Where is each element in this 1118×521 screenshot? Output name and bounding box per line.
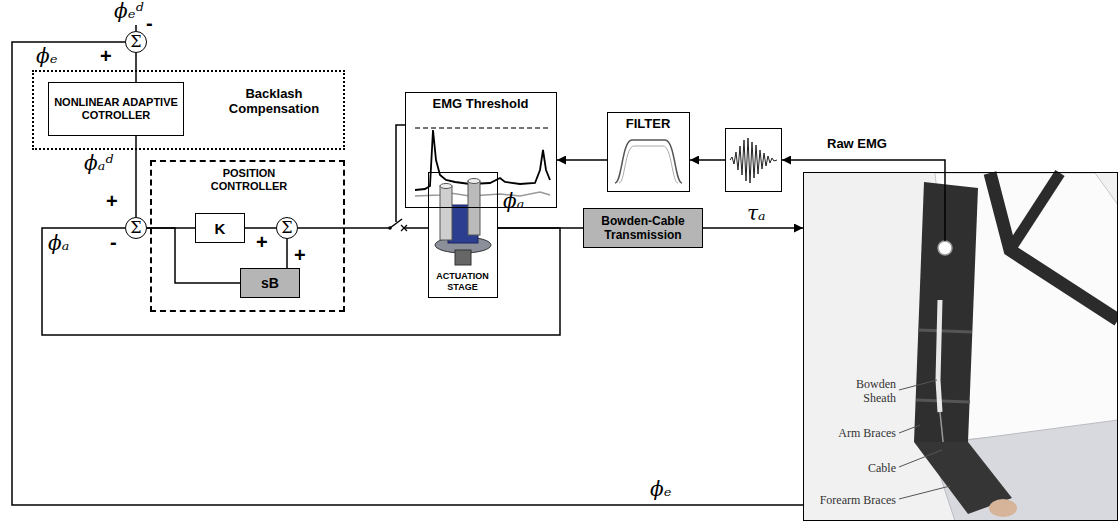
leader-line xyxy=(899,486,950,499)
compensation-group: Backlash Compensation NONLINEAR ADAPTIVE … xyxy=(32,70,345,150)
signal-line xyxy=(298,227,428,229)
sign-symbol: + xyxy=(106,190,118,213)
switch-mark xyxy=(401,225,407,231)
actuator-motor xyxy=(455,250,471,265)
controller-box: NONLINEAR ADAPTIVE COTROLLER xyxy=(48,82,184,136)
controller-group: POSITION CONTROLLER K ΣsB xyxy=(150,160,345,312)
box-label: sB xyxy=(261,275,279,291)
bowden-sheath xyxy=(938,300,940,412)
leader-line xyxy=(899,380,937,390)
filter-curve xyxy=(619,146,678,183)
sum-junction: Σ xyxy=(276,217,298,239)
actuator-cap xyxy=(468,179,480,184)
derivative-box: sB xyxy=(240,268,300,298)
harness-strap xyxy=(990,173,1118,320)
photo-panel: Bowden SheathArm BracesCableForearm Brac… xyxy=(803,172,1118,521)
sign-symbol: + xyxy=(294,244,306,267)
signal-line xyxy=(147,228,240,283)
setpoint-symbol: ϕₐᵈ xyxy=(84,152,113,175)
box-label: K xyxy=(215,220,226,237)
switch-gap xyxy=(391,223,403,233)
signal-line xyxy=(703,227,803,229)
box-title: FILTER xyxy=(608,116,688,131)
arm-brace xyxy=(916,400,970,402)
sum-symbol: Σ xyxy=(130,220,141,236)
group-title: Backlash Compensation xyxy=(214,86,334,116)
signal-line xyxy=(557,159,607,161)
upper-arm xyxy=(914,182,978,442)
signal-symbol: ϕₑ xyxy=(36,45,57,68)
callout-label: Forearm Braces xyxy=(806,493,896,507)
sum-symbol: Σ xyxy=(130,34,141,50)
signal-symbol: τₐ xyxy=(745,202,768,225)
box-label: Bowden-Cable Transmission xyxy=(588,214,698,242)
raw-emg-signal xyxy=(730,138,777,183)
photo-ground xyxy=(804,173,1118,521)
sign-symbol: + xyxy=(256,231,268,254)
electrode-wire xyxy=(944,172,946,241)
callout-label: Bowden Sheath xyxy=(844,377,896,405)
hand xyxy=(989,499,1017,517)
harness-strap xyxy=(1010,173,1060,250)
signal-box: Raw EMG xyxy=(725,128,782,192)
actuator-cap xyxy=(440,184,452,189)
signal-line xyxy=(690,159,725,161)
filter-curve xyxy=(615,140,682,183)
arm-brace xyxy=(918,330,972,332)
signal-line xyxy=(245,227,276,229)
callout-label: Cable xyxy=(806,461,896,475)
signal-symbol: ϕₐ xyxy=(48,232,69,255)
signal-line xyxy=(135,53,137,82)
threshold-line xyxy=(415,127,550,129)
transmission-box: Bowden-Cable Transmission xyxy=(583,208,703,248)
leader-line xyxy=(899,425,920,433)
sum-junction: Σ xyxy=(125,217,147,239)
box-label: NONLINEAR ADAPTIVE COTROLLER xyxy=(53,96,179,122)
switch-blade xyxy=(390,219,402,228)
emg-trace xyxy=(415,192,550,196)
callout-label: Arm Braces xyxy=(806,426,896,440)
signal-symbol: ϕₐ xyxy=(503,190,524,213)
sum-symbol: Σ xyxy=(281,220,292,236)
sum-junction: Σ xyxy=(125,31,147,53)
sign-symbol: + xyxy=(100,45,112,68)
actuator-illustration xyxy=(435,179,491,266)
sign-symbol: - xyxy=(110,231,117,254)
filter-box: FILTER xyxy=(607,112,690,192)
emg-electrode xyxy=(938,241,952,255)
signal-symbol: ϕₑ xyxy=(650,478,671,501)
control-line xyxy=(396,125,405,222)
group-title: POSITION CONTROLLER xyxy=(194,167,304,193)
actuator-cylinder xyxy=(468,181,480,235)
leader-line xyxy=(899,450,942,467)
signal-line xyxy=(782,160,945,172)
signal-line xyxy=(42,228,560,335)
signal-line xyxy=(286,239,288,268)
signal-line xyxy=(12,42,803,505)
gain-box: K xyxy=(195,213,245,243)
box-title: EMG Threshold xyxy=(406,96,555,111)
sign-symbol: - xyxy=(146,12,153,35)
actuation-box: ACTUATION STAGE xyxy=(428,172,498,298)
subject-photo xyxy=(804,172,1118,521)
emg-trace xyxy=(415,130,550,190)
signal-title: Raw EMG xyxy=(827,136,887,151)
box-title: ACTUATION STAGE xyxy=(429,271,496,293)
actuator-cylinder xyxy=(440,186,452,240)
setpoint-symbol: ϕₑᵈ xyxy=(114,0,143,23)
